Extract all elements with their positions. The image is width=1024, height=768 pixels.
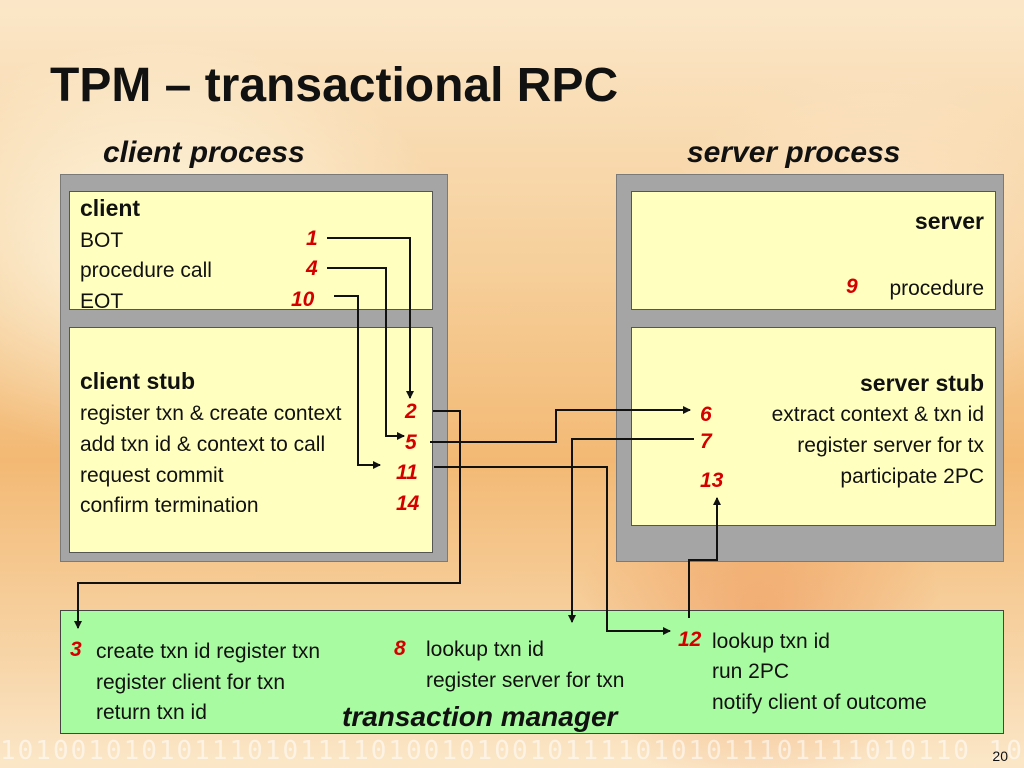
step-number-8: 8 [394,637,406,660]
step-number-3: 3 [70,638,82,661]
server-stub-box [631,327,996,526]
client-stub-line-confirm: confirm termination [80,494,259,517]
tm-col1-line-2: register client for txn [96,671,286,694]
step-number-13: 13 [700,469,724,492]
tm-col2-line-1: lookup txn id [426,638,544,661]
client-line-bot: BOT [80,229,124,252]
step-number-10: 10 [291,288,315,311]
step-number-14: 14 [396,492,420,515]
server-stub-line-participate: participate 2PC [840,465,984,488]
arrow-11-to-12 [434,466,671,635]
arrow-2-to-3 [74,410,461,629]
slide-title: TPM – transactional RPC [50,59,619,112]
arrow-7-to-8 [568,438,694,623]
server-stub-title: server stub [859,370,984,396]
tm-col1-line-3: return txn id [96,701,207,724]
step-number-12: 12 [678,628,702,651]
step-number-1: 1 [306,227,318,250]
server-title: server [914,208,984,234]
server-process-label: server process [687,136,901,169]
client-stub-line-register: register txn & create context [80,402,342,425]
arrow-5-to-6 [430,406,691,443]
background-binary-strip: 1010010101011101011110100101001011110101… [0,738,1024,766]
page-number: 20 [992,748,1008,764]
arrow-10-to-11 [334,295,381,469]
step-number-4: 4 [306,257,318,280]
client-line-eot: EOT [80,290,124,313]
client-line-procedure-call: procedure call [80,259,212,282]
server-stub-line-extract: extract context & txn id [771,403,984,426]
client-process-label: client process [103,136,305,169]
client-stub-box [69,327,433,553]
tm-col3-line-2: run 2PC [712,660,790,683]
server-stub-line-register: register server for tx [797,434,984,457]
tm-col3-line-1: lookup txn id [712,630,830,653]
step-number-11: 11 [396,461,418,484]
arrow-12-to-13 [688,497,721,618]
server-box [631,191,996,310]
tm-col1-line-1: create txn id register txn [96,640,321,663]
step-number-2: 2 [405,400,417,423]
client-stub-line-add: add txn id & context to call [80,433,326,456]
client-stub-title: client stub [80,368,196,394]
step-number-9: 9 [846,275,858,298]
server-procedure-label: procedure [889,277,984,300]
step-number-5: 5 [405,431,417,454]
client-box [69,191,433,310]
transaction-manager-label: transaction manager [342,701,618,732]
arrow-1-to-2 [327,237,414,399]
step-number-6: 6 [700,403,712,426]
tm-col3-line-3: notify client of outcome [712,691,927,714]
tm-col2-line-2: register server for txn [426,669,625,692]
client-stub-line-request-commit: request commit [80,464,224,487]
transaction-manager-box [60,610,1004,734]
client-title: client [80,195,141,221]
step-number-7: 7 [700,430,712,453]
arrow-4-to-5 [327,267,405,440]
